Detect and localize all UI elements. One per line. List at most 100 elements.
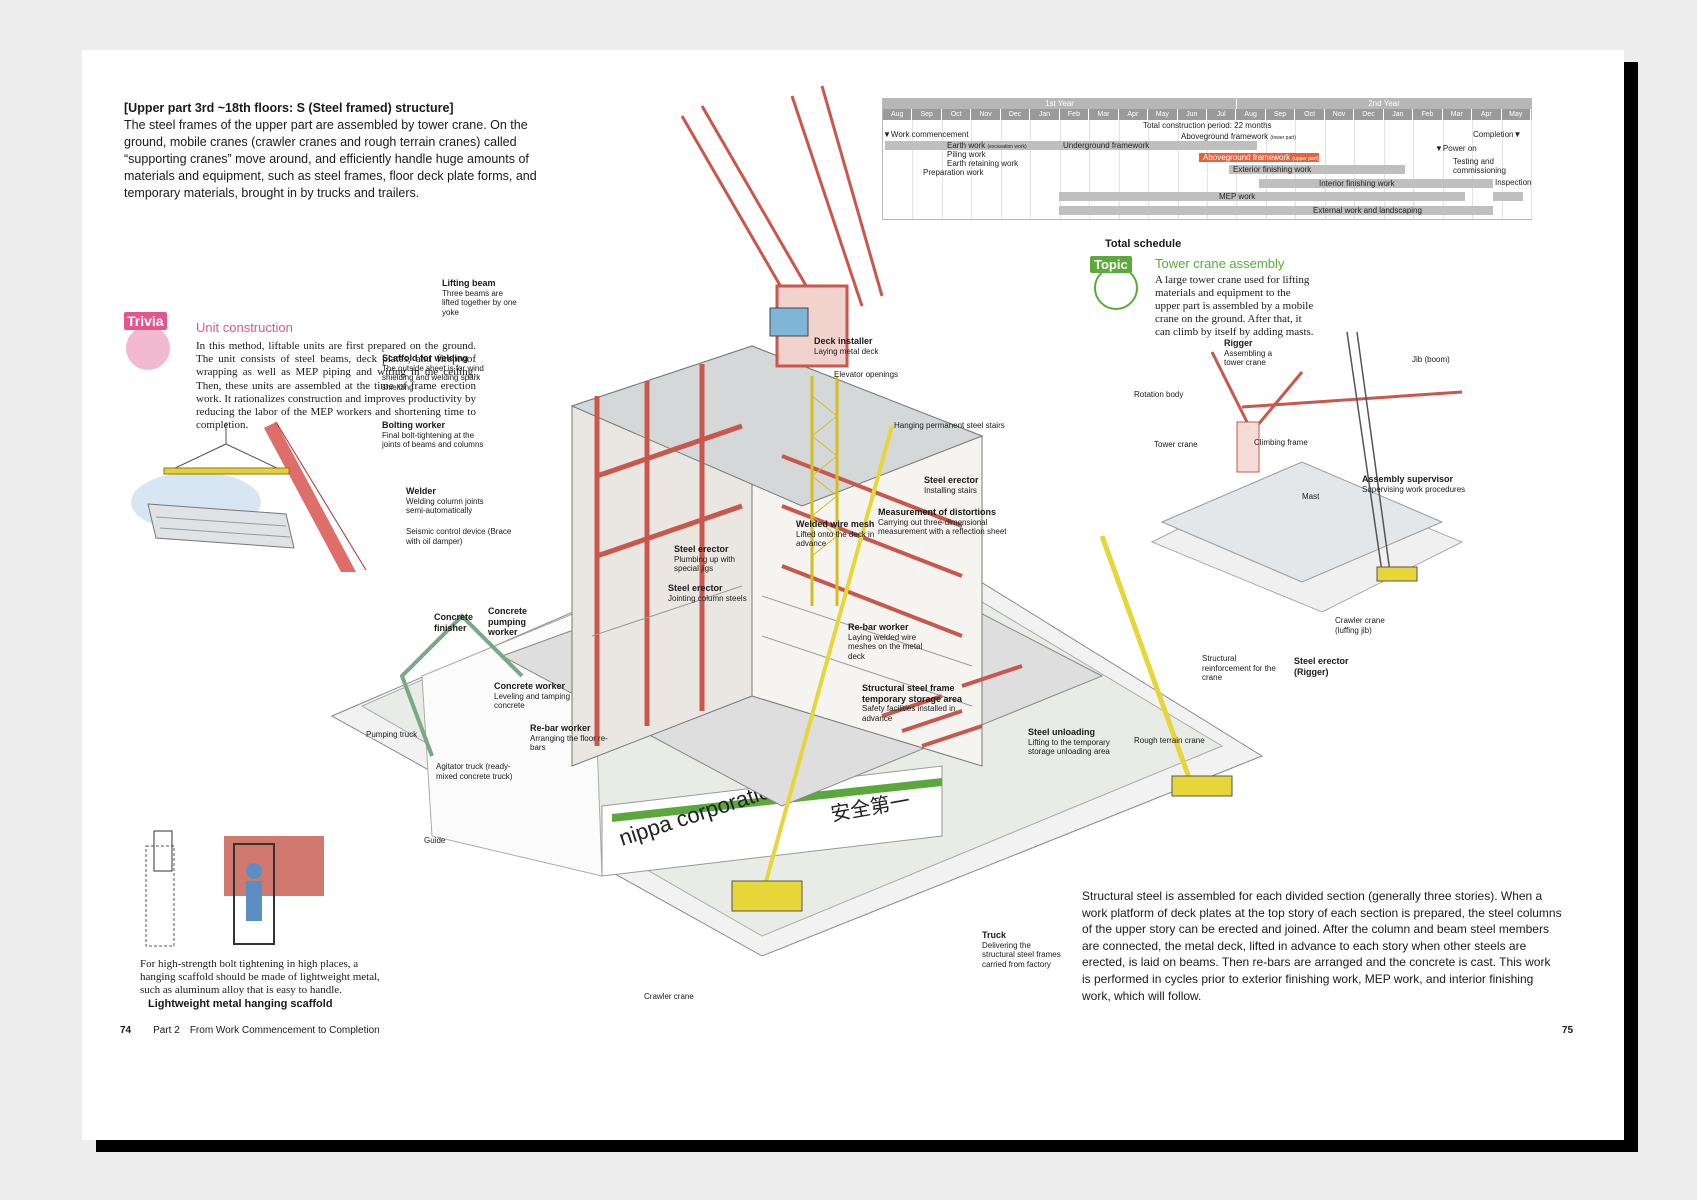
label-steel-erector-rigger: Steel erector(Rigger) <box>1294 656 1349 677</box>
year2-header: 2nd Year <box>1237 99 1531 109</box>
label-agitator-truck: Agitator truck (ready-mixed concrete tru… <box>436 762 513 781</box>
task-bar-inspection <box>1493 192 1523 201</box>
trivia-body: In this method, liftable units are first… <box>196 340 476 432</box>
task-inspection: Inspection <box>1495 178 1532 187</box>
label-crawler-crane: Crawler crane <box>644 992 694 1001</box>
schedule-gridline <box>1177 120 1179 219</box>
label-crawler-luffing: Crawler crane (luffing jib) <box>1335 616 1385 635</box>
work-commencement-marker: ▼Work commencement <box>883 130 969 139</box>
topic-body: A large tower crane used for lifting mat… <box>1155 274 1314 338</box>
total-period: Total construction period: 22 months <box>1143 121 1272 130</box>
task-earth-work: Earth work (excavation work) <box>943 141 1059 150</box>
hanging-scaffold-caption: For high-strength bolt tightening in hig… <box>140 958 380 996</box>
task-bar-testing <box>1465 179 1493 188</box>
label-concrete-finisher: Concrete finisher <box>434 612 474 633</box>
month-cell: Oct <box>941 109 972 120</box>
task-underground: Underground framework <box>1059 141 1177 150</box>
trivia-title: Unit construction <box>196 320 293 335</box>
hanging-scaffold-title: Lightweight metal hanging scaffold <box>148 998 333 1010</box>
month-cell: Feb <box>1059 109 1090 120</box>
month-cell: Apr <box>1118 109 1149 120</box>
label-structural-reinforcement: Structural reinforcement for the crane <box>1202 654 1276 682</box>
crane-cab <box>769 307 809 337</box>
month-cell: Jun <box>1177 109 1207 120</box>
book-spread: [Upper part 3rd ~18th floors: S (Steel f… <box>82 50 1624 1140</box>
schedule-gridline <box>1030 120 1032 219</box>
month-cell: Nov <box>971 109 1001 120</box>
schedule-gridline <box>1413 120 1415 219</box>
hanging-scaffold-illustration <box>145 830 324 947</box>
task-bar-prep <box>885 141 943 150</box>
unit-construction-illustration <box>131 421 367 572</box>
label-seismic-device: Seismic control device (Brace with oil d… <box>406 527 512 546</box>
schedule-gridline <box>1000 120 1002 219</box>
trivia-badge: Trivia <box>124 312 172 370</box>
label-elevator-openings: Elevator openings <box>834 370 899 379</box>
label-rough-terrain-crane: Rough terrain crane <box>1134 736 1205 745</box>
schedule-gridline <box>971 120 973 219</box>
month-cell: Nov <box>1324 109 1355 120</box>
task-bar-aboveground-tower <box>1177 141 1257 150</box>
schedule-gridline <box>1148 120 1150 219</box>
task-aboveground-upper: Aboveground framework (upper part) <box>1199 153 1319 162</box>
footer-section: From Work Commencement to Completion <box>189 1025 380 1036</box>
schedule-gridline <box>1472 120 1474 219</box>
topic-tag: Topic <box>1090 256 1132 273</box>
intro-block: [Upper part 3rd ~18th floors: S (Steel f… <box>124 100 572 202</box>
month-cell: Jan <box>1030 109 1060 120</box>
schedule-gridline <box>1089 120 1091 219</box>
schedule-gridline <box>1118 120 1120 219</box>
page-number-left: 74 <box>120 1025 132 1036</box>
schedule-gridline <box>1059 120 1061 219</box>
label-hanging-stairs: Hanging permanent steel stairs <box>894 421 1005 430</box>
page-number-right: 75 <box>1562 1025 1574 1036</box>
task-aboveground-tower: Aboveground framework (tower part) <box>1181 132 1296 141</box>
label-tower-crane: Tower crane <box>1154 440 1198 449</box>
completion-marker: Completion▼ <box>1473 130 1522 139</box>
year1-header: 1st Year <box>883 99 1236 109</box>
month-cell: May <box>1501 109 1531 120</box>
task-interior-finishing: Interior finishing work <box>1259 179 1465 188</box>
trivia-icon <box>126 326 170 370</box>
month-cell: Sep <box>912 109 942 120</box>
trivia-tag: Trivia <box>124 312 167 330</box>
label-guide: Guide <box>424 836 446 845</box>
schedule-gridline <box>1531 120 1532 219</box>
label-concrete-pumping-worker: Concrete pumping worker <box>488 606 528 637</box>
footer-part: Part 2 <box>153 1025 180 1036</box>
label-rotation-body: Rotation body <box>1134 390 1184 399</box>
month-cell: Dec <box>1354 109 1384 120</box>
label-jib: Jib (boom) <box>1412 355 1450 364</box>
month-cell: May <box>1148 109 1178 120</box>
month-cell: Feb <box>1413 109 1443 120</box>
task-earth-retaining: Earth retaining work <box>947 159 1019 168</box>
footer-left: 74 Part 2 From Work Commencement to Comple… <box>120 1025 380 1036</box>
schedule-gridline <box>1207 120 1208 219</box>
task-piling-work: Piling work <box>947 150 986 159</box>
task-external: External work and landscaping <box>1059 206 1493 215</box>
month-cell: Jul <box>1206 109 1237 120</box>
month-cell: Jan <box>1383 109 1414 120</box>
label-climbing-frame: Climbing frame <box>1254 438 1308 447</box>
month-cell: Mar <box>1089 109 1119 120</box>
schedule-gridline <box>941 120 943 219</box>
task-mep: MEP work <box>1059 192 1465 201</box>
month-cell: Dec <box>1000 109 1031 120</box>
